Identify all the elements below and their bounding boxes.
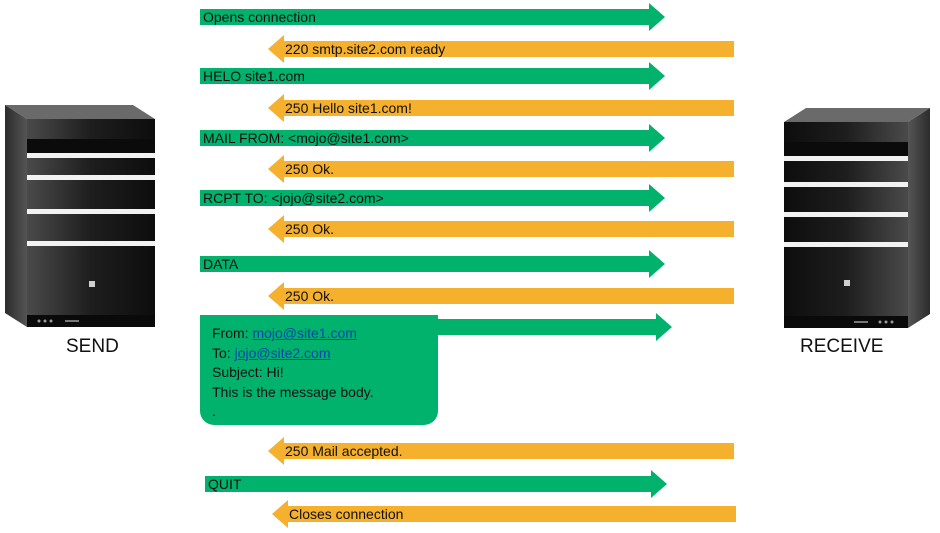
email-body: This is the message body. <box>212 383 374 400</box>
email-terminator: . <box>212 403 216 419</box>
client-command-arrow-1: Opens connection <box>200 3 665 31</box>
server-reply-arrow-14: Closes connection <box>272 500 736 528</box>
email-to-link[interactable]: jojo@site2.com <box>234 344 331 361</box>
server-reply-arrow-2: 220 smtp.site2.com ready <box>268 35 734 63</box>
client-command-arrow-7: RCPT TO: <jojo@site2.com> <box>200 184 665 212</box>
email-from-line: From: mojo@site1.com <box>212 324 374 344</box>
sender-server-icon <box>5 105 155 335</box>
email-to-line: To: jojo@site2.com <box>212 344 374 364</box>
client-command-arrow-3: HELO site1.com <box>200 62 665 90</box>
client-command-arrow-9: DATA <box>200 250 665 278</box>
sender-label: SEND <box>66 336 119 357</box>
client-command-arrow-13: QUIT <box>205 470 667 498</box>
email-from-link[interactable]: mojo@site1.com <box>252 325 357 341</box>
arrow-label: 250 Ok. <box>285 288 335 304</box>
email-subject: Subject: Hi! <box>212 364 284 380</box>
server-reply-arrow-12: 250 Mail accepted. <box>268 437 734 465</box>
email-message-box: From: mojo@site1.com To: jojo@site2.com … <box>200 315 438 425</box>
email-content: From: mojo@site1.com To: jojo@site2.com … <box>212 324 374 422</box>
receiver-label: RECEIVE <box>800 336 884 357</box>
arrow-label: MAIL FROM: <mojo@site1.com> <box>203 130 409 146</box>
arrow-label: 250 Mail accepted. <box>285 443 403 459</box>
arrow-label: 220 smtp.site2.com ready <box>285 41 446 57</box>
arrow-label: Opens connection <box>203 9 316 25</box>
arrow-label: Closes connection <box>289 506 404 522</box>
client-command-arrow-5: MAIL FROM: <mojo@site1.com> <box>200 124 665 152</box>
server-reply-arrow-8: 250 Ok. <box>268 215 734 243</box>
arrow-label: 250 Ok. <box>285 161 335 177</box>
arrow-label: RCPT TO: <jojo@site2.com> <box>203 190 384 206</box>
arrow-label: QUIT <box>208 476 242 492</box>
arrow-label: DATA <box>203 256 239 272</box>
arrow-label: 250 Hello site1.com! <box>285 100 412 116</box>
server-reply-arrow-6: 250 Ok. <box>268 155 734 183</box>
email-to-label: To: <box>212 344 235 361</box>
server-reply-arrow-4: 250 Hello site1.com! <box>268 94 734 122</box>
receiver-server-icon <box>784 108 930 335</box>
email-from-label: From: <box>212 325 253 341</box>
arrow-label: HELO site1.com <box>203 68 305 84</box>
arrow-label: 250 Ok. <box>285 221 335 237</box>
server-reply-arrow-10: 250 Ok. <box>268 282 734 310</box>
